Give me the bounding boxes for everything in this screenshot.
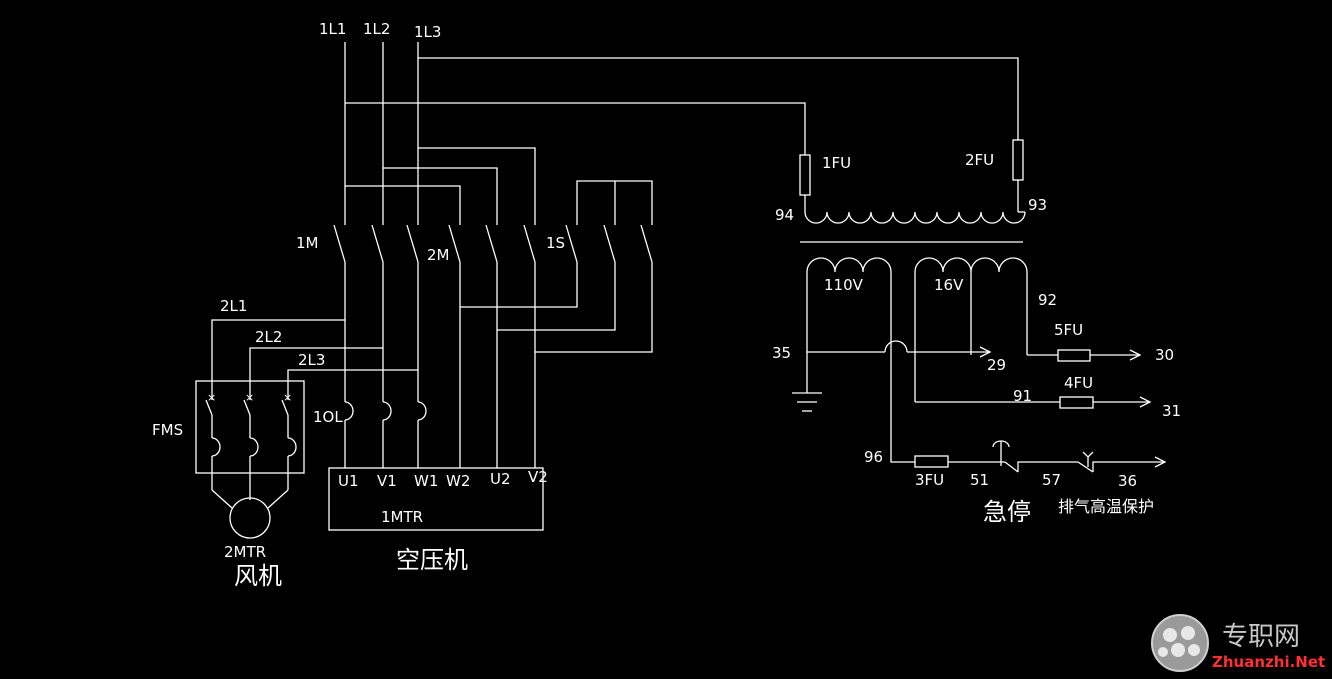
label-31: 31 [1162,402,1181,420]
label-35: 35 [772,344,791,362]
label-estop: 急停 [983,498,1031,526]
label-36: 36 [1118,472,1137,490]
motor-feeds [344,262,653,468]
supply-lines [344,42,1019,225]
label-30: 30 [1155,346,1174,364]
label-v1: V1 [377,472,397,490]
label-5fu: 5FU [1054,321,1083,339]
watermark: 专职网 Zhuanzhi.Net [1151,614,1325,672]
label-96: 96 [864,448,883,466]
label-fms: FMS [152,421,183,439]
label-91: 91 [1013,387,1032,405]
label-1l1: 1L1 [319,20,346,38]
label-1l2: 1L2 [363,20,390,38]
contactor-1s [565,224,653,263]
svg-text:×: × [245,391,254,404]
label-93: 93 [1028,196,1047,214]
label-2l1: 2L1 [220,297,247,315]
label-4fu: 4FU [1064,374,1093,392]
label-1l3: 1L3 [414,23,441,41]
label-2fu: 2FU [965,151,994,169]
label-1ol: 1OL [313,408,343,426]
fan-feeds: × × × [195,319,418,539]
svg-text:×: × [207,391,216,404]
control-wiring [792,340,1167,473]
label-2mtr: 2MTR [224,543,266,561]
label-v2: V2 [528,468,548,486]
label-57: 57 [1042,471,1061,489]
watermark-logo-icon [1151,614,1209,672]
watermark-url: Zhuanzhi.Net [1212,653,1325,671]
label-110v: 110V [824,276,864,294]
label-92: 92 [1038,291,1057,309]
label-94: 94 [775,206,794,224]
svg-text:×: × [283,391,292,404]
label-1fu: 1FU [822,154,851,172]
label-3fu: 3FU [915,471,944,489]
label-compressor-title: 空压机 [396,546,468,574]
label-fan-title: 风机 [234,562,282,590]
fan-motor-circle [229,497,271,539]
label-high-temp: 排气高温保护 [1058,497,1154,516]
transformer [799,139,1028,402]
label-1m: 1M [296,234,319,252]
contactor-1m [333,224,419,263]
label-w1: W1 [414,472,438,490]
label-16v: 16V [934,276,964,294]
label-1mtr: 1MTR [381,508,423,526]
label-u2: U2 [490,470,511,488]
label-2m: 2M [427,246,450,264]
label-w2: W2 [446,472,470,490]
label-2l2: 2L2 [255,328,282,346]
label-u1: U1 [338,472,359,490]
label-51: 51 [970,471,989,489]
label-29: 29 [987,356,1006,374]
compressor-motor-box [328,467,544,531]
label-2l3: 2L3 [298,351,325,369]
watermark-name: 专职网 [1222,622,1300,652]
contactor-2m [448,224,536,263]
label-1s: 1S [546,234,565,252]
